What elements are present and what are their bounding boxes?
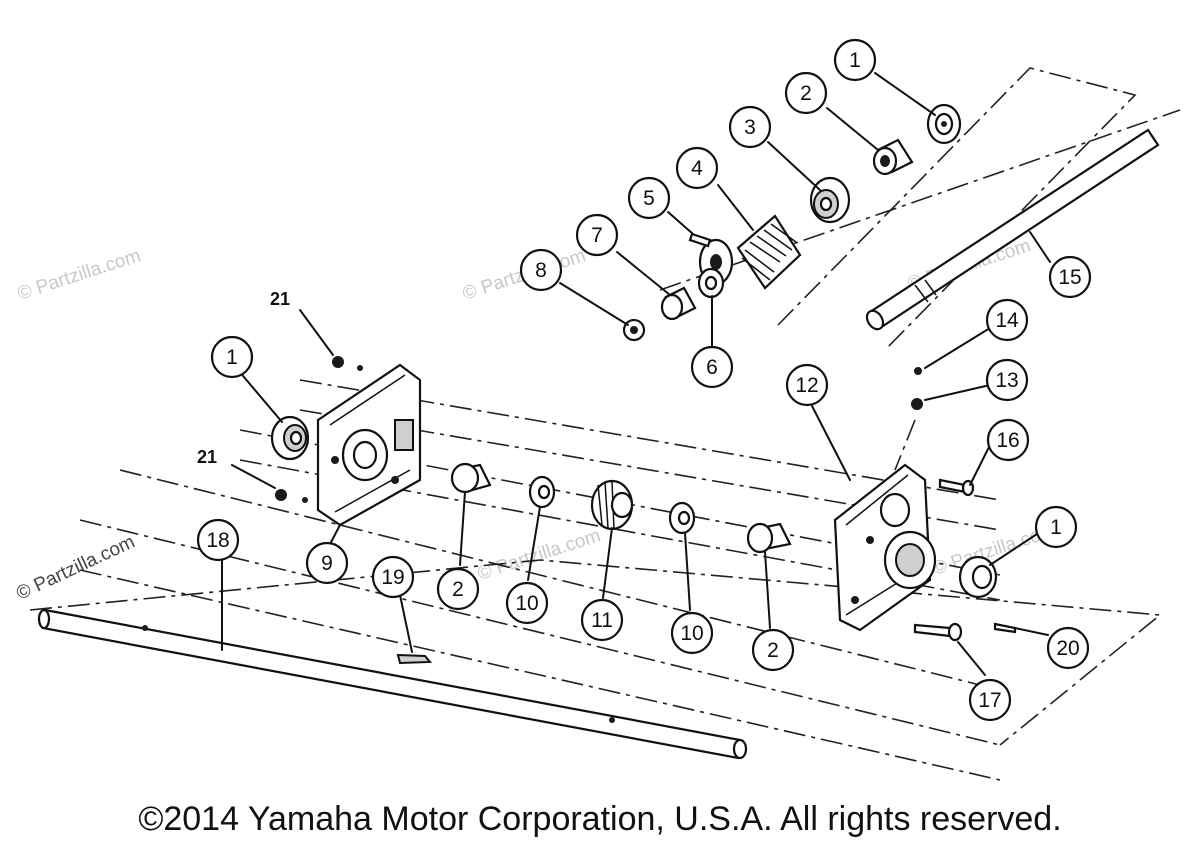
watermark: © Partzilla.com (15, 245, 143, 305)
callout-number: 10 (680, 622, 703, 645)
callout-1-left: 1 (210, 335, 254, 379)
callout-4: 4 (675, 146, 719, 190)
callout-number: 16 (996, 429, 1019, 452)
upper-shaft-assembly (659, 67, 1181, 351)
callout-number: 2 (452, 578, 464, 601)
housing-12 (833, 463, 937, 632)
fasteners-21 (275, 356, 363, 503)
washer-10-left (528, 475, 556, 509)
shaft-18 (37, 608, 748, 760)
bearing-3 (809, 176, 851, 224)
callout-6: 6 (690, 345, 734, 389)
watermark: © Partzilla.com (13, 531, 138, 604)
callout-8: 8 (519, 248, 563, 292)
shaft-15 (865, 128, 1160, 331)
key-5 (688, 232, 712, 248)
callout-number: 3 (744, 116, 756, 139)
callout-number: 5 (643, 187, 655, 210)
callouts: 1 2 3 4 5 7 8 6 15 14 13 12 16 1 1 9 18 … (196, 38, 1092, 722)
callout-number: 20 (1056, 637, 1079, 660)
callout-20: 20 (1046, 626, 1090, 670)
bushing-2-right (746, 522, 792, 554)
callout-10-right: 10 (670, 611, 714, 655)
lower-parts (37, 356, 1017, 760)
callout-number: 2 (767, 639, 779, 662)
bearing-1-upper (926, 103, 962, 145)
screw-13 (894, 398, 923, 471)
callout-12: 12 (785, 363, 829, 407)
labels-21: 21 21 (197, 289, 290, 467)
callout-7: 7 (575, 213, 619, 257)
callout-number: 8 (535, 259, 547, 282)
housing-9 (316, 363, 422, 527)
callout-3: 3 (728, 105, 772, 149)
bolt-17 (913, 622, 963, 642)
label-21-left: 21 (197, 447, 217, 467)
callout-1-right: 1 (1034, 505, 1078, 549)
pin-20 (993, 622, 1017, 634)
callout-2: 2 (784, 71, 828, 115)
callout-number: 10 (515, 592, 538, 615)
callout-number: 13 (995, 369, 1018, 392)
copyright-notice: ©2014 Yamaha Motor Corporation, U.S.A. A… (138, 800, 1062, 838)
callout-16: 16 (986, 418, 1030, 462)
bearing-1-right (958, 555, 998, 599)
watermark: © Partzilla.com (475, 525, 603, 585)
callout-9: 9 (305, 541, 349, 585)
washer-8 (622, 318, 646, 342)
callout-number: 14 (995, 309, 1019, 332)
callout-number: 18 (206, 529, 229, 552)
callout-number: 11 (591, 609, 613, 632)
upper-parts (622, 103, 962, 342)
leader-lines (221, 72, 1051, 676)
callout-5: 5 (627, 176, 671, 220)
callout-number: 19 (381, 566, 404, 589)
callout-number: 1 (226, 346, 238, 369)
callout-1: 1 (833, 38, 877, 82)
callout-number: 12 (795, 374, 818, 397)
callout-2-left: 2 (436, 567, 480, 611)
callout-17: 17 (968, 678, 1012, 722)
bushing-2-left (450, 462, 492, 494)
callout-number: 1 (1050, 516, 1062, 539)
callout-number: 2 (800, 82, 812, 105)
callout-15: 15 (1048, 255, 1092, 299)
nut-14 (914, 367, 922, 375)
callout-13: 13 (985, 358, 1029, 402)
label-21-top: 21 (270, 289, 290, 309)
callout-18: 18 (196, 518, 240, 562)
bearing-1-left (270, 415, 310, 461)
callout-11: 11 (580, 598, 624, 642)
washer-10-right (668, 501, 696, 535)
bushing-2-upper (872, 138, 914, 176)
callout-10-left: 10 (505, 581, 549, 625)
callout-number: 9 (321, 552, 333, 575)
pin-16 (938, 478, 975, 497)
callout-number: 15 (1058, 266, 1081, 289)
bushing-7 (660, 286, 697, 321)
callout-number: 17 (978, 689, 1001, 712)
callout-19: 19 (371, 555, 415, 599)
callout-14: 14 (985, 298, 1029, 342)
callout-number: 4 (691, 157, 703, 180)
callout-number: 7 (591, 224, 603, 247)
callout-number: 1 (849, 49, 861, 72)
callout-2-right: 2 (751, 628, 795, 672)
gear-11 (590, 479, 634, 531)
key-19 (396, 653, 433, 665)
callout-number: 6 (706, 356, 718, 379)
washer-6 (697, 267, 725, 299)
